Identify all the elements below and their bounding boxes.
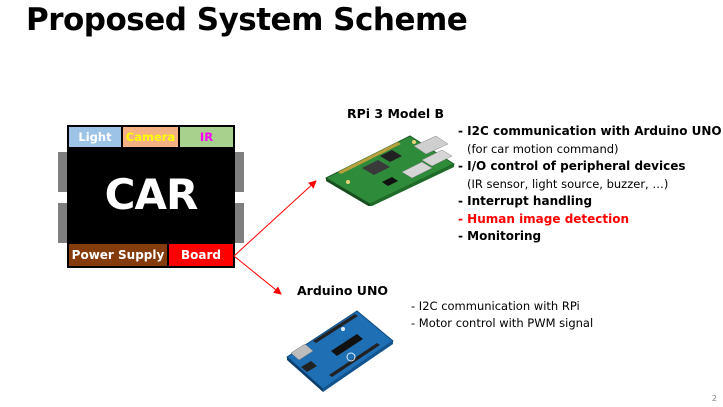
arduino-feature-item: - I2C communication with RPi xyxy=(411,299,580,313)
page-number: 2 xyxy=(711,394,717,403)
car-power-supply-segment: Power Supply xyxy=(68,243,168,267)
car-label: CAR xyxy=(104,170,199,219)
car-wheel-front-right xyxy=(235,152,244,192)
rpi-feature-list: - I2C communication with Arduino UNO (fo… xyxy=(458,123,722,246)
arduino-title: Arduino UNO xyxy=(297,283,389,298)
rpi-feature-item: - Interrupt handling xyxy=(458,194,593,208)
raspberry-pi-board-icon xyxy=(324,135,456,206)
car-wheel-rear-right xyxy=(235,203,244,243)
rpi-feature-item: (for car motion command) xyxy=(467,141,619,156)
rpi-feature-item-highlighted: - Human image detection xyxy=(458,211,630,226)
rpi-feature-item: - Monitoring xyxy=(458,229,542,243)
arrow-to-arduino xyxy=(233,255,282,295)
car-wheel-rear-left xyxy=(58,203,67,243)
rpi-feature-item: (IR sensor, light source, buzzer, …) xyxy=(467,176,669,191)
car-board-segment: Board xyxy=(168,243,234,267)
rpi-feature-item: - I2C communication with Arduino UNO xyxy=(458,124,722,138)
slide-title: Proposed System Scheme xyxy=(26,2,468,38)
car-ir-segment: IR xyxy=(179,126,234,148)
arduino-uno-board-icon xyxy=(286,310,394,392)
car-camera-segment: Camera xyxy=(122,126,179,148)
car-light-segment: Light xyxy=(68,126,122,148)
arduino-feature-item: - Motor control with PWM signal xyxy=(411,316,594,330)
rpi-title: RPi 3 Model B xyxy=(347,106,445,121)
arrow-to-rpi xyxy=(233,180,317,257)
rpi-feature-item: - I/O control of peripheral devices xyxy=(458,159,686,173)
arduino-feature-list: - I2C communication with RPi - Motor con… xyxy=(411,298,593,332)
car-wheel-front-left xyxy=(58,152,67,192)
